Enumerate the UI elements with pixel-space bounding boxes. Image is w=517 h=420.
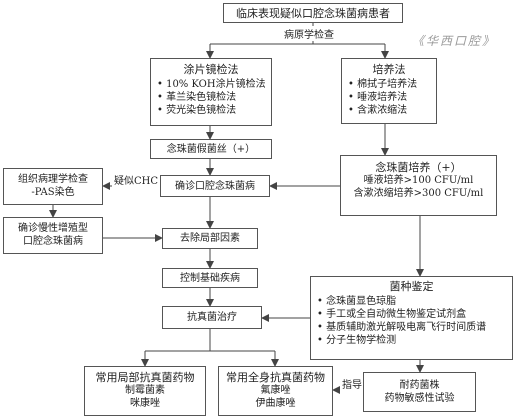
smear-method-box: 涂片镜检法 • 10% KOH涂片镜检法 • 革兰染色镜检法 • 荧光染色镜检法 — [150, 58, 272, 126]
systemic-antifungal-drugs-box: 常用全身抗真菌药物 氟康唑 伊曲康唑 — [218, 366, 333, 416]
local-antifungal-drugs-box: 常用局部抗真菌药物 制霉菌素 咪康唑 — [84, 366, 206, 416]
identification-item: • 念珠菌显色琼脂 — [317, 296, 397, 307]
histopathology-box: 组织病理学检查 -PAS染色 — [3, 168, 103, 205]
culture-item: • 棉拭子培养法 — [348, 79, 418, 90]
resistant-line1: 耐药菌株 — [399, 380, 440, 391]
histopathology-line2: -PAS染色 — [31, 187, 75, 198]
smear-item: • 荧光染色镜检法 — [157, 105, 237, 116]
identification-item: • 手工或全自动微生物鉴定试剂盒 — [317, 309, 467, 320]
smear-item: • 革兰染色镜检法 — [157, 92, 237, 103]
pathogen-check-label: 病原学检查 — [282, 26, 336, 41]
culture-positive-item: 唾液培养>100 CFU/ml — [363, 175, 474, 186]
culture-method-box: 培养法 • 棉拭子培养法 • 唾液培养法 • 含漱浓缩法 — [341, 58, 437, 124]
remove-local-factors-node: 去除局部因素 — [162, 228, 258, 249]
systemic-drugs-title: 常用全身抗真菌药物 — [226, 371, 325, 384]
resistant-strain-box: 耐药菌株 药物敏感性试验 — [363, 372, 476, 412]
smear-item: • 10% KOH涂片镜检法 — [157, 79, 266, 90]
guide-label: 指导 — [340, 376, 364, 391]
start-node: 临床表现疑似口腔念珠菌病患者 — [223, 3, 403, 23]
systemic-drug-item: 伊曲康唑 — [255, 398, 296, 409]
systemic-drug-item: 氟康唑 — [260, 385, 291, 396]
smear-title: 涂片镜检法 — [183, 63, 239, 76]
identification-item: • 基质辅助激光解吸电离飞行时间质谱 — [317, 322, 487, 333]
histopathology-line1: 组织病理学检查 — [18, 174, 88, 185]
identification-item: • 分子生物学检测 — [317, 335, 397, 346]
control-underlying-disease-node: 控制基础疾病 — [162, 268, 258, 288]
culture-positive-box: 念珠菌培养（+） 唾液培养>100 CFU/ml 含漱浓缩培养>300 CFU/… — [340, 155, 497, 216]
diagnose-chc-line1: 确诊慢性增殖型 — [18, 223, 88, 234]
antifungal-therapy-node: 抗真菌治疗 — [162, 306, 262, 329]
culture-item: • 唾液培养法 — [348, 92, 408, 103]
suspect-chc-label: 疑似CHC — [112, 172, 161, 187]
culture-title: 培养法 — [372, 63, 406, 76]
species-identification-box: 菌种鉴定 • 念珠菌显色琼脂 • 手工或全自动微生物鉴定试剂盒 • 基质辅助激光… — [310, 276, 513, 360]
local-drug-item: 咪康唑 — [130, 398, 160, 409]
journal-watermark: 《华西口腔》 — [412, 34, 497, 48]
hyphae-positive-node: 念珠菌假菌丝（+） — [150, 139, 272, 159]
diagnose-oral-candidiasis-node: 确诊口腔念珠菌病 — [160, 175, 270, 197]
local-drug-item: 制霉菌素 — [125, 385, 165, 396]
culture-item: • 含漱浓缩法 — [348, 105, 408, 116]
diagnose-chc-box: 确诊慢性增殖型 口腔念珠菌病 — [3, 217, 103, 254]
resistant-line2: 药物敏感性试验 — [384, 393, 455, 404]
culture-positive-item: 含漱浓缩培养>300 CFU/ml — [353, 188, 484, 199]
identification-title: 菌种鉴定 — [389, 280, 434, 293]
local-drugs-title: 常用局部抗真菌药物 — [95, 371, 195, 384]
culture-positive-title: 念珠菌培养（+） — [375, 161, 462, 174]
diagnose-chc-line2: 口腔念珠菌病 — [23, 236, 83, 247]
